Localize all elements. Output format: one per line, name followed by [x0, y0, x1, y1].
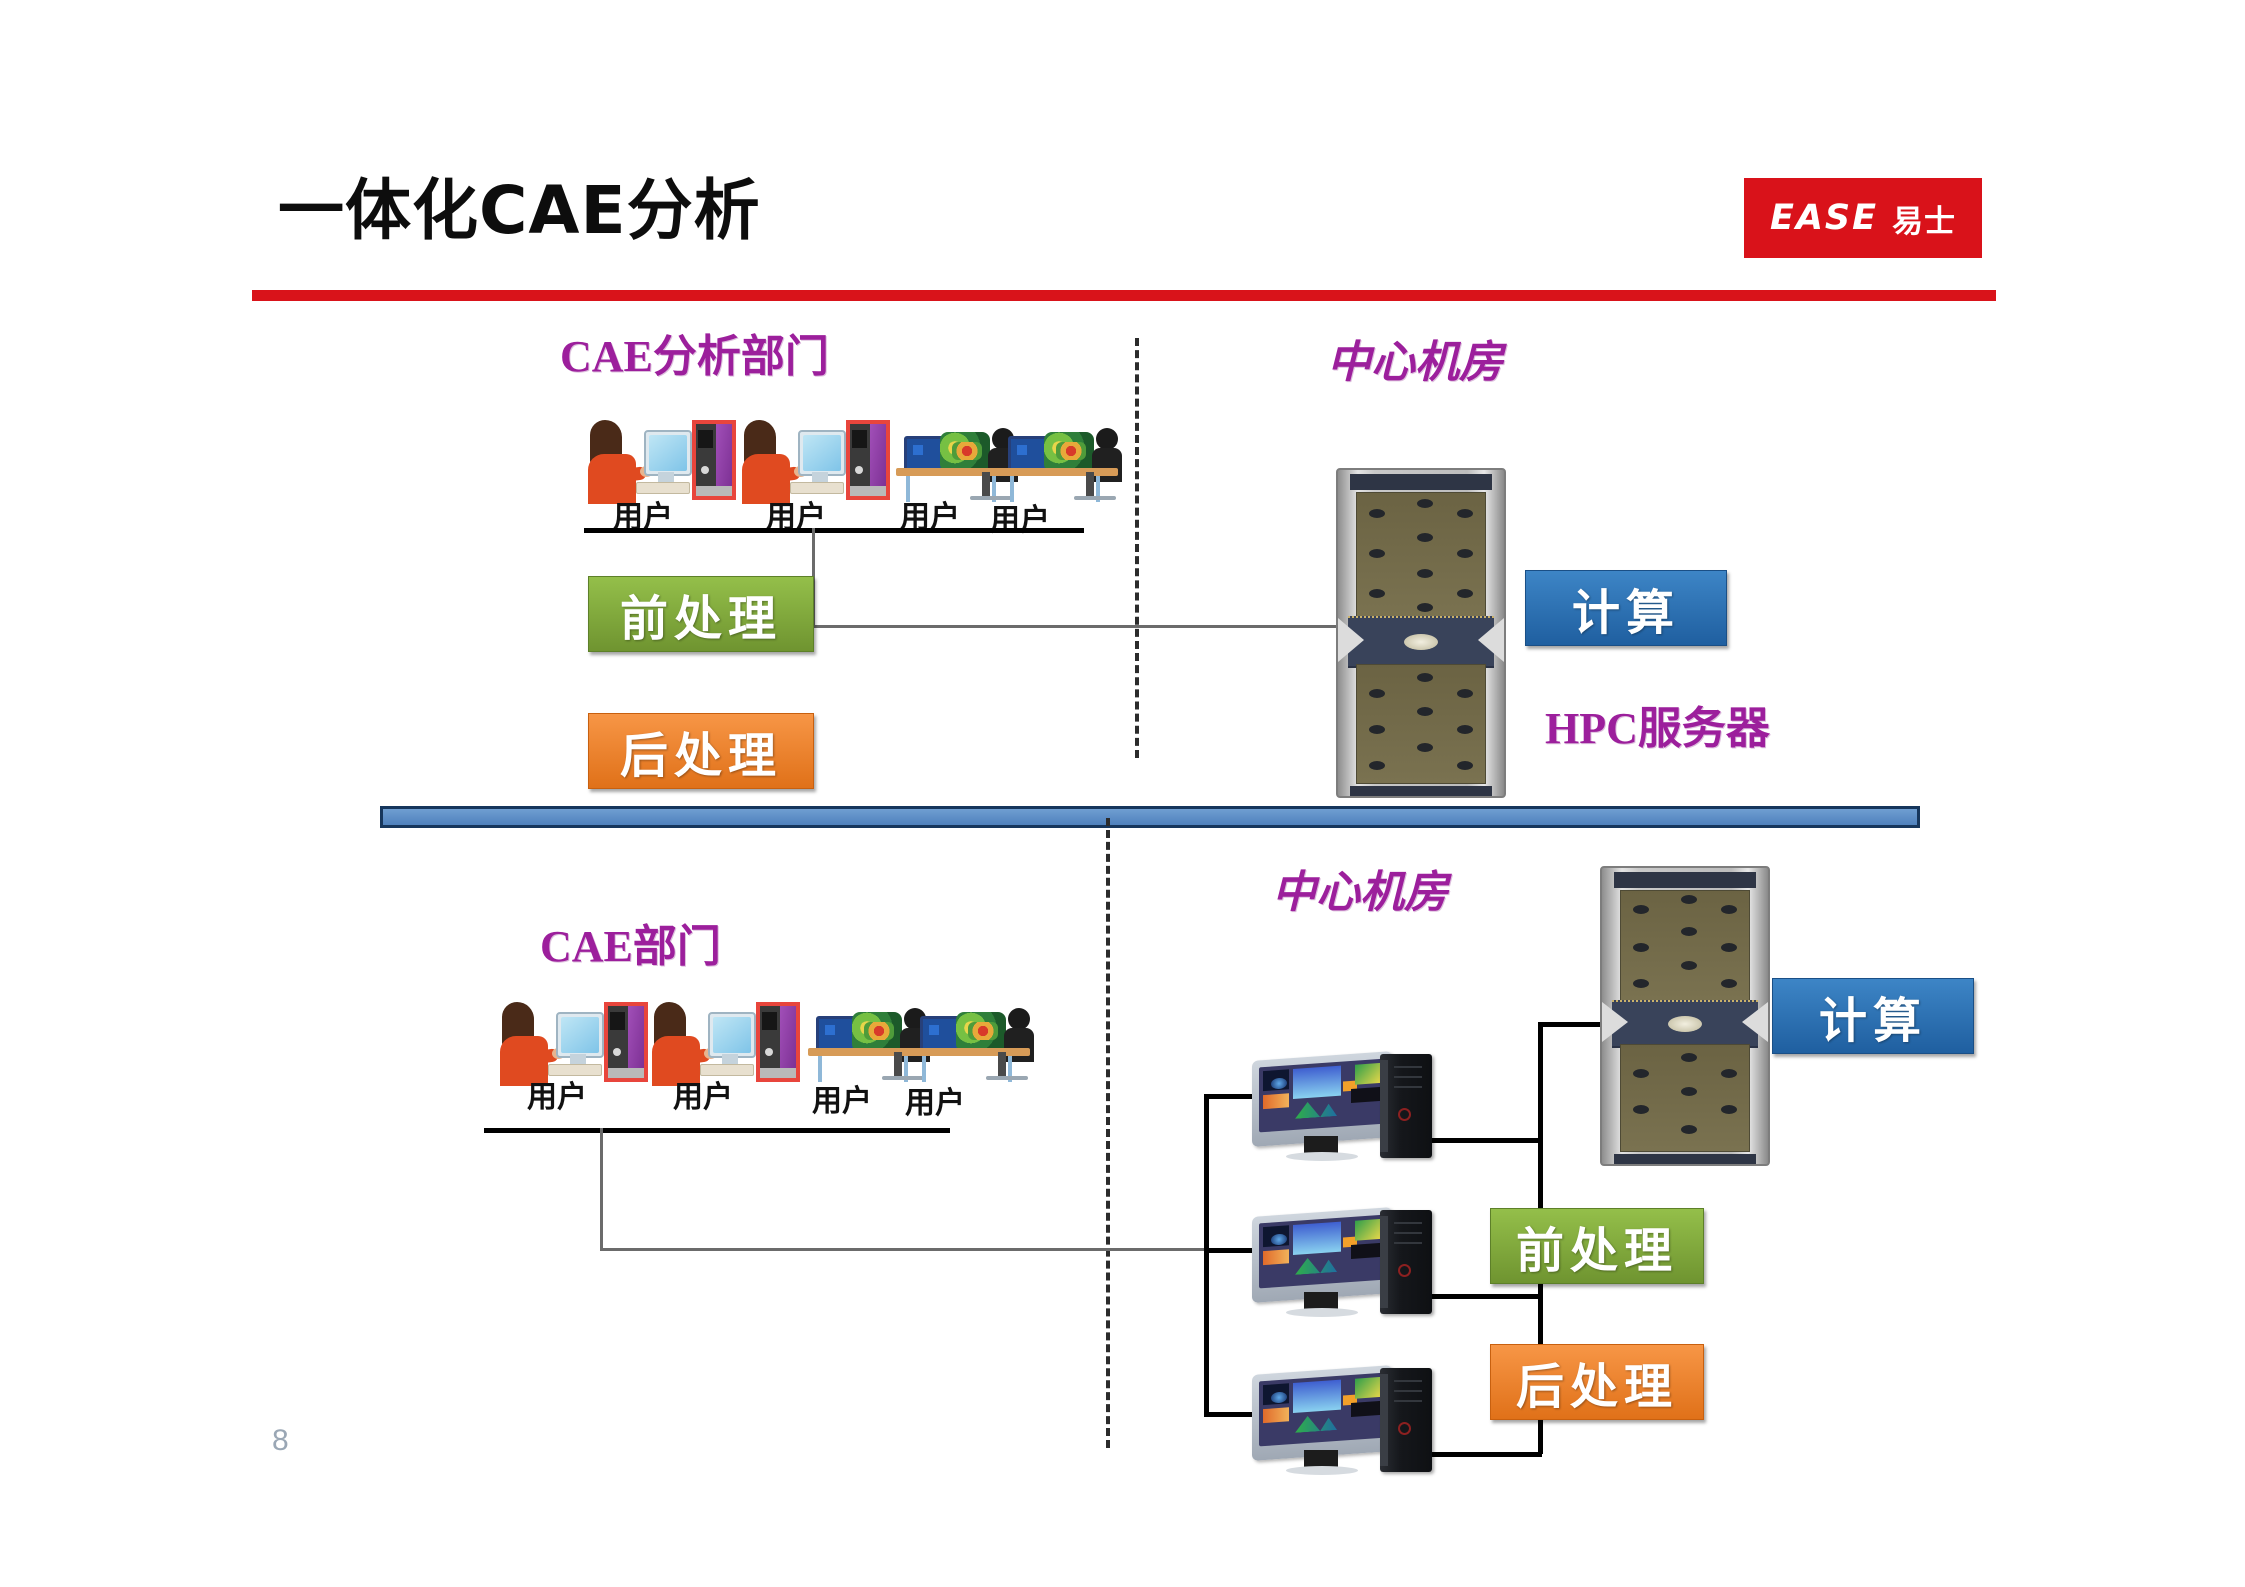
ws-out-line-1 [1432, 1138, 1542, 1143]
workstation-icon-1 [1252, 1051, 1452, 1172]
top-tag-pre-processing[interactable]: 前处理 [588, 576, 814, 652]
section-divider-bar [380, 806, 1920, 828]
ws-out-line-3 [1432, 1452, 1542, 1457]
bottom-user-label-4: 用户 [905, 1087, 965, 1120]
workstation-icon-2 [1252, 1207, 1452, 1328]
top-tag-post-processing-label: 后处理 [619, 730, 782, 783]
bottom-user-icon-1 [500, 996, 650, 1086]
top-tag-pre-processing-label: 前处理 [619, 593, 782, 646]
top-boundary-divider [1135, 338, 1139, 758]
top-user-bus-line [584, 528, 1084, 533]
ws-branch-line-3 [1204, 1412, 1264, 1417]
top-tag-post-processing[interactable]: 后处理 [588, 713, 814, 789]
top-bus-to-server-line [812, 625, 1337, 628]
title-underline-rule [252, 290, 1996, 301]
bottom-user-label-3: 用户 [812, 1085, 872, 1118]
top-hpc-server-label: HPC服务器 [1545, 704, 1770, 753]
bottom-user-icon-3 [808, 1000, 938, 1084]
bottom-datacenter-label: 中心机房 [1272, 868, 1448, 917]
page-title: 一体化CAE分析 [278, 172, 761, 249]
bottom-user-icon-4 [912, 1000, 1042, 1084]
top-user-icon-4 [1000, 420, 1130, 504]
bottom-user-bus-line [484, 1128, 950, 1133]
ease-logo: EASE 易士 [1744, 178, 1982, 258]
bottom-rack-branch-line [1538, 1022, 1600, 1027]
top-user-icon-2 [742, 414, 892, 504]
top-dept-label: CAE分析部门 [560, 332, 829, 381]
bottom-user-label-2: 用户 [673, 1081, 733, 1114]
workstation-icon-3 [1252, 1365, 1452, 1486]
logo-chinese-text: 易士 [1892, 203, 1957, 240]
top-user-icon-1 [588, 414, 738, 504]
bottom-tag-compute-label: 计算 [1818, 995, 1927, 1048]
bottom-user-label-1: 用户 [527, 1081, 587, 1114]
bottom-bus-to-datacenter-line [600, 1248, 1207, 1251]
bottom-dept-label: CAE部门 [540, 922, 721, 971]
bottom-bus-drop-line [600, 1128, 603, 1251]
ws-branch-line-1 [1204, 1094, 1264, 1099]
bottom-tag-post-processing-label: 后处理 [1515, 1361, 1678, 1414]
bottom-tag-post-processing[interactable]: 后处理 [1490, 1344, 1704, 1420]
logo-latin-text: EASE [1769, 198, 1879, 238]
bottom-tag-pre-processing-label: 前处理 [1515, 1225, 1678, 1278]
top-tag-compute[interactable]: 计算 [1525, 570, 1727, 646]
bottom-tag-pre-processing[interactable]: 前处理 [1490, 1208, 1704, 1284]
ws-out-line-2 [1432, 1294, 1542, 1299]
bottom-tag-compute[interactable]: 计算 [1772, 978, 1974, 1054]
top-hpc-rack-icon [1336, 468, 1506, 798]
bottom-hpc-rack-icon [1600, 866, 1770, 1166]
bottom-boundary-divider [1106, 818, 1110, 1448]
ws-branch-line-2 [1204, 1248, 1264, 1253]
page-number: 8 [272, 1424, 289, 1457]
bottom-user-icon-2 [652, 996, 802, 1086]
top-tag-compute-label: 计算 [1571, 587, 1680, 640]
top-datacenter-label: 中心机房 [1327, 338, 1503, 387]
datacenter-trunk-line [1204, 1094, 1209, 1416]
